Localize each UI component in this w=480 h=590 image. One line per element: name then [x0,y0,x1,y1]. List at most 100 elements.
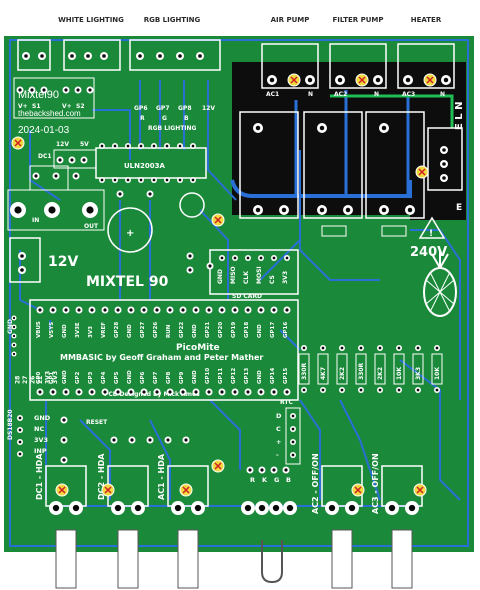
led-lens [261,540,283,584]
resistor-value-0: 330R [301,362,308,380]
relay-terminal-pad-hole [405,77,411,83]
pico-top-pad-hole [129,308,133,312]
pico-top-pad-hole [38,308,42,312]
small-pad-hole [88,88,92,92]
picomite-label: PicoMite [176,343,220,353]
small-pad-hole [70,158,74,162]
uln-pin-hole [165,178,169,182]
white-pad-hole [102,54,106,58]
via-pad-hole [184,438,188,442]
resistor-pad-hole [321,346,325,350]
rtc-pin-3: - [276,451,279,459]
board-outline-trace [9,39,469,547]
heater-label: HEATER [411,16,442,24]
pico-top-pad-hole [181,308,185,312]
gp7-label: GP7 [156,105,170,112]
small-pad-hole [54,174,58,178]
barrel-pad-hole [20,254,24,258]
led-pin-k: K [262,476,268,484]
pico-top-pad-hole [233,308,237,312]
rgb-caption: RGB LIGHTING [148,125,197,132]
via-pad-hole [148,192,152,196]
uln-pin-hole [165,144,169,148]
side-pin-4: 22 [37,376,44,384]
pico-top-pad-hole [220,308,224,312]
pico-bottom-pad-hole [38,390,42,394]
pico-top-pad-hole [246,308,250,312]
pico-top-pin-4: 3V3 [88,326,94,338]
rgb-pad-hole [198,54,202,58]
sd-pad-hole [220,256,224,260]
regulator-pad-hole [86,206,94,214]
mount-hole-cross [58,486,66,494]
small-pad-hole [74,174,78,178]
white-pad-hole [70,54,74,58]
12v-rgb-label: 12V [202,105,215,112]
pico-bottom-pad-hole [259,390,263,394]
side-pad-hole [12,343,16,347]
resistor-pad-hole [397,388,401,392]
via-pad-hole [284,468,288,472]
white-lighting-label: WHITE LIGHTING [58,16,124,24]
pico-top-pin-11: GP22 [179,322,185,338]
pads-layer [10,52,451,515]
output-pad-hole [114,504,122,512]
dc1-label: DC1 [38,153,52,160]
pico-top-pad-hole [116,308,120,312]
component-leads [55,529,413,589]
pico-bottom-pin-8: GP6 [140,371,146,384]
relay-terminal-pad-hole [337,77,343,83]
resistor-pad-hole [302,346,306,350]
capacitor-outline [107,207,153,253]
uln-pin-hole [178,144,182,148]
pico-bottom-pad-hole [129,390,133,394]
sd-pin-3v3: 3V3 [282,271,289,284]
pico-bottom-pin-15: GP12 [231,368,237,384]
output-pad-hole [134,504,142,512]
resistor-value-7: 10K [434,367,441,380]
resistor-pad-hole [435,346,439,350]
vplus2-label: V+ [62,103,72,110]
via-pad-hole [62,458,66,462]
pico-bottom-pad-hole [246,390,250,394]
ac3-off-on-label: AC3 - OFF/ON [371,453,380,514]
dc2-hda-label: DC2 - HDA [97,453,106,500]
12v-jumper-label: 12V [56,141,69,148]
led-pin-r: R [250,476,255,484]
rgb-pad-hole [138,54,142,58]
resistor-value-6: 3K3 [415,367,422,380]
resistor-pad-hole [321,388,325,392]
pico-top-pin-14: GP20 [218,322,224,338]
pico-bottom-pad-hole [142,390,146,394]
resistor-pad-hole [416,346,420,350]
mount-hole-cross [182,486,190,494]
filter-pump-label: FILTER PUMP [333,16,384,24]
small-pad-hole [82,158,86,162]
rgb-lighting-label: RGB LIGHTING [144,16,201,24]
pico-top-pad-hole [64,308,68,312]
12v-barrel-outline [9,237,41,283]
resistor-value-5: 10K [396,367,403,380]
rtc-pin-2: + [276,438,281,446]
output-pad-hole [174,504,182,512]
pico-top-pad-hole [142,308,146,312]
watermark-date: 2024-01-03 [18,125,70,136]
pico-bottom-pin-0: GP0 [36,371,42,384]
sensor-pad-hole [18,440,22,444]
signal-traces [19,80,461,507]
small-pad-hole [18,88,22,92]
pico-bottom-pad-hole [285,390,289,394]
rtc-pad-hole [291,453,295,457]
sd-pad-hole [272,256,276,260]
pico-bottom-pad-hole [207,390,211,394]
mains-terminal-outline [427,127,463,191]
output-pad-hole [286,504,294,512]
rtc-pad-hole [291,414,295,418]
pico-top-pin-5: VREF [101,322,107,338]
small-pad-hole [58,158,62,162]
pico-bottom-pin-9: GP7 [153,371,159,384]
mount-hole-cross [354,486,362,494]
mains-voltage-label: 240V [410,245,447,260]
